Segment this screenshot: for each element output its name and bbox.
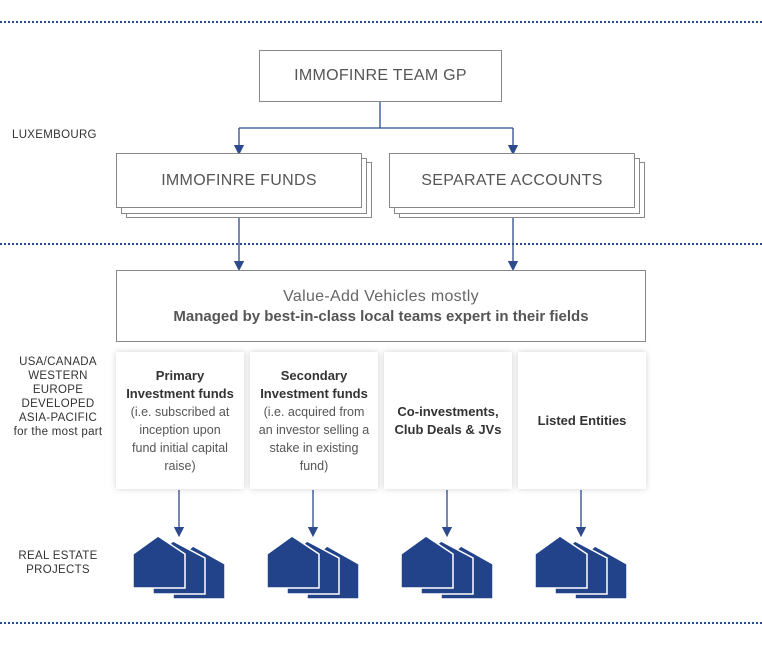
region-line: for the most part: [13, 426, 103, 438]
region-line: DEVELOPED: [21, 398, 95, 410]
label-regions: USA/CANADA WESTERN EUROPE DEVELOPED ASIA…: [4, 355, 112, 439]
box-separate-accounts: SEPARATE ACCOUNTS: [389, 153, 635, 208]
house-icon: [535, 536, 628, 600]
card-title: Co-investments,: [397, 403, 499, 419]
box-immofinre-funds: IMMOFINRE FUNDS: [116, 153, 362, 208]
card-subtitle: inception upon: [139, 422, 221, 437]
accounts-title: SEPARATE ACCOUNTS: [421, 171, 603, 189]
separator-bottom: [0, 622, 762, 624]
region-line: WESTERN: [28, 370, 88, 382]
vehicles-line1: Value-Add Vehicles mostly: [283, 287, 479, 305]
card-subtitle: fund): [299, 458, 329, 473]
box-value-add-vehicles: Value-Add Vehicles mostly Managed by bes…: [116, 270, 646, 342]
card-title: Investment funds: [126, 385, 234, 401]
box-immofinre-team-gp: IMMOFINRE TEAM GP: [259, 50, 502, 102]
funds-title: IMMOFINRE FUNDS: [161, 171, 317, 189]
region-line: EUROPE: [32, 384, 84, 396]
house-icon: [133, 536, 226, 600]
separator-top: [0, 21, 762, 23]
region-line: ASIA-PACIFIC: [18, 412, 98, 424]
real-estate-line: PROJECTS: [26, 564, 90, 576]
card-subtitle: stake in existing: [269, 440, 359, 455]
card-title: Club Deals & JVs: [394, 421, 502, 437]
card-listed-entities: Listed Entities: [518, 352, 646, 489]
house-icon: [401, 536, 494, 600]
card-subtitle: an investor selling a: [258, 422, 370, 437]
house-icon: [267, 536, 360, 600]
card-subtitle: fund initial capital: [132, 440, 228, 455]
card-title: Listed Entities: [537, 412, 627, 428]
label-luxembourg: LUXEMBOURG: [12, 129, 97, 141]
vehicles-line2: Managed by best-in-class local teams exp…: [173, 307, 589, 325]
card-title: Primary: [155, 367, 205, 383]
card-subtitle: (i.e. acquired from: [263, 404, 365, 419]
real-estate-line: REAL ESTATE: [18, 550, 98, 562]
card-subtitle: (i.e. subscribed at: [130, 404, 230, 419]
card-secondary-investment-funds: Secondary Investment funds (i.e. acquire…: [250, 352, 378, 489]
label-real-estate-projects: REAL ESTATE PROJECTS: [8, 549, 108, 577]
card-primary-investment-funds: Primary Investment funds (i.e. subscribe…: [116, 352, 244, 489]
region-line: USA/CANADA: [19, 356, 97, 368]
separator-middle: [0, 243, 762, 245]
card-title: Investment funds: [260, 385, 368, 401]
card-title: Secondary: [280, 367, 348, 383]
card-subtitle: raise): [164, 458, 196, 473]
card-co-investments: Co-investments, Club Deals & JVs: [384, 352, 512, 489]
gp-title: IMMOFINRE TEAM GP: [294, 67, 467, 84]
